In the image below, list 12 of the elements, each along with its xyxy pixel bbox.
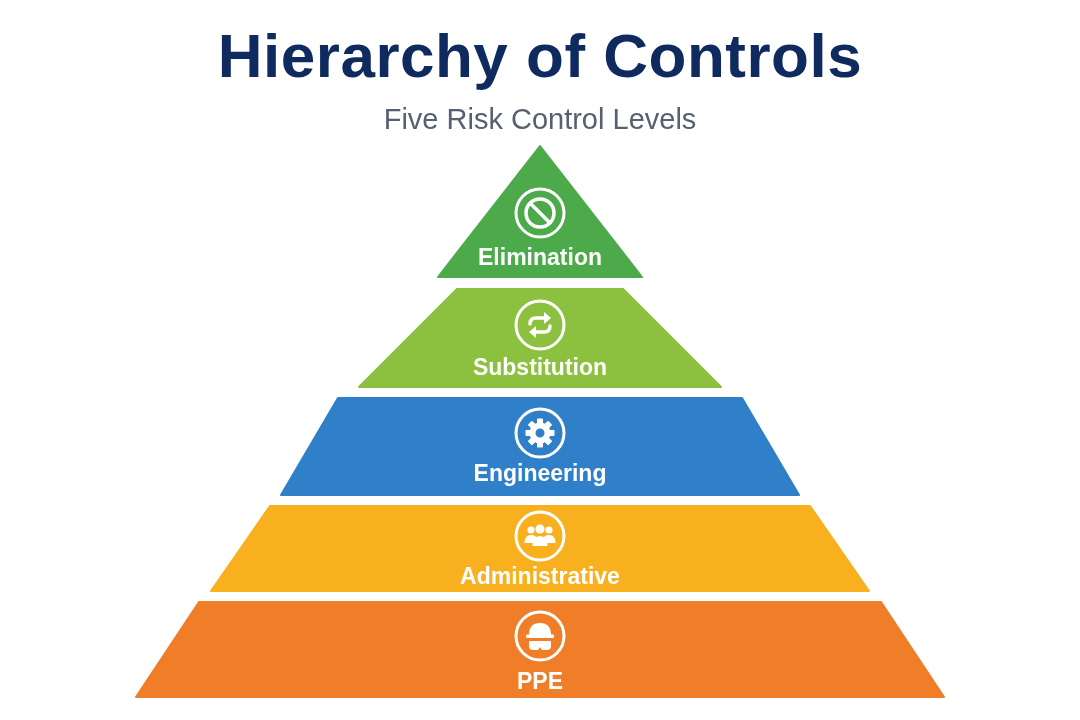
title: Hierarchy of Controls: [217, 22, 863, 91]
pyramid-apex: [437, 145, 643, 278]
tier-label: Substitution: [472, 355, 608, 381]
tier-label: Engineering: [473, 461, 607, 487]
pyramid-tier: [210, 505, 870, 592]
tier-label: Elimination: [478, 245, 602, 271]
pyramid-tier: [135, 601, 945, 698]
pyramid-tier: [280, 397, 800, 496]
tier-label: PPE: [517, 669, 563, 695]
tier-label: Administrative: [460, 564, 620, 590]
subtitle: Five Risk Control Levels: [383, 102, 697, 137]
pyramid-tier: [358, 288, 722, 388]
